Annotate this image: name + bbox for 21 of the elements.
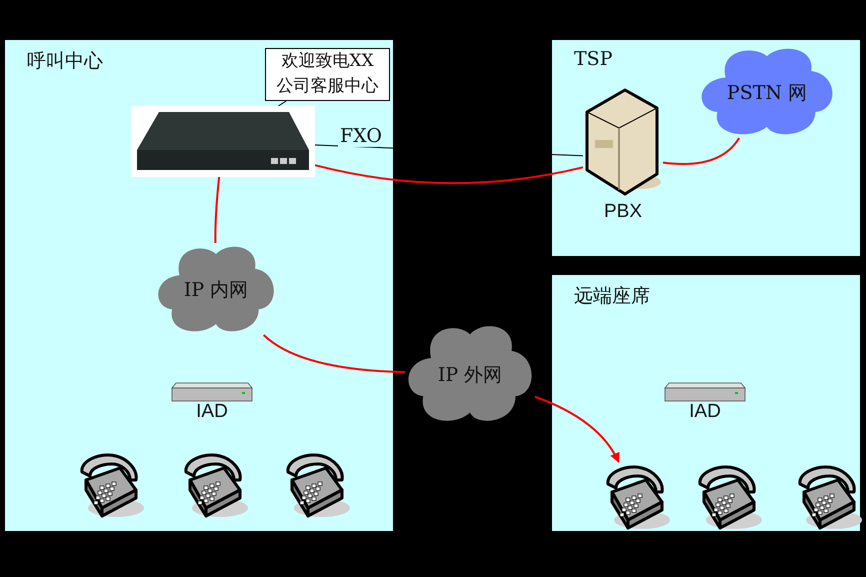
panel: [552, 275, 860, 531]
connector-line: [214, 176, 220, 243]
cloud-label: PSTN 网: [726, 80, 808, 106]
cloud-label: IP 外网: [436, 362, 504, 388]
connector-line: [314, 164, 584, 184]
leader-line: [278, 100, 287, 106]
panel-title: 呼叫中心: [27, 49, 103, 74]
callout-box: 欢迎致电XX公司客服中心: [265, 48, 390, 101]
device-label: IAD: [688, 401, 722, 423]
device-label: PBX: [602, 201, 644, 223]
panel-title: 远端座席: [574, 284, 650, 309]
edge-label: FXO: [338, 125, 384, 147]
connector-line: [314, 144, 584, 156]
connector-line: [263, 334, 406, 374]
cloud-label: IP 内网: [182, 278, 250, 303]
panel: [552, 40, 860, 256]
connector-line: [662, 137, 740, 165]
arrow: [534, 396, 620, 463]
panel-title: TSP: [574, 48, 612, 70]
device-label: IAD: [195, 401, 229, 423]
panel: [5, 40, 393, 531]
